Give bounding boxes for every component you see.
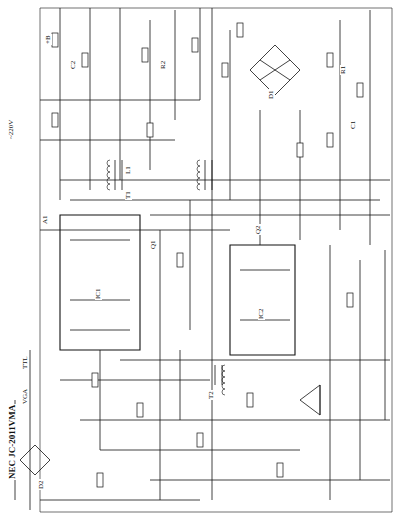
caption-text: NEC JC-2011VMA	[8, 404, 17, 480]
component-label: C1	[350, 120, 357, 130]
component-label: R2	[160, 60, 167, 70]
resistor-symbol	[177, 253, 183, 267]
resistor-symbol	[222, 63, 228, 77]
resistor-symbol	[142, 48, 148, 62]
resistor-symbol	[327, 133, 333, 147]
resistor-symbol	[52, 113, 58, 127]
component-label: D1	[268, 89, 275, 100]
coil-winding	[222, 371, 225, 377]
coil-winding	[107, 166, 110, 172]
coil-winding	[197, 160, 200, 166]
resistor-symbol	[277, 463, 283, 477]
resistor-symbol	[52, 33, 58, 47]
resistor-symbol	[237, 23, 243, 37]
coil-winding	[107, 178, 110, 184]
resistor-symbol	[147, 123, 153, 137]
coil-winding	[222, 377, 225, 383]
coil-winding	[222, 389, 225, 395]
component-label: Q2	[255, 224, 262, 235]
component-label: R1	[340, 65, 347, 75]
coil-winding	[107, 172, 110, 178]
component-label: IC1	[95, 288, 102, 301]
resistor-symbol	[97, 473, 103, 487]
component-label: T2	[208, 390, 215, 400]
resistor-symbol	[247, 393, 253, 407]
coil-winding	[197, 178, 200, 184]
component-label: A1	[42, 214, 49, 225]
component-label: C2	[70, 60, 77, 70]
component-label: +B	[45, 34, 52, 45]
coil-winding	[197, 166, 200, 172]
component-label: Q1	[150, 239, 157, 250]
resistor-symbol	[297, 143, 303, 157]
coil-winding	[197, 172, 200, 178]
component-label: ~220V	[8, 119, 15, 140]
component-label: D2	[38, 479, 45, 490]
resistor-symbol	[137, 403, 143, 417]
coil-winding	[197, 184, 200, 190]
resistor-symbol	[357, 83, 363, 97]
resistor-symbol	[82, 53, 88, 67]
resistor-symbol	[327, 53, 333, 67]
coil-winding	[107, 184, 110, 190]
component-label: T1	[125, 190, 132, 200]
component-label: L1	[125, 165, 132, 175]
coil-winding	[222, 383, 225, 389]
resistor-symbol	[347, 293, 353, 307]
coil-winding	[107, 160, 110, 166]
resistor-symbol	[197, 433, 203, 447]
resistor-symbol	[192, 38, 198, 52]
resistor-symbol	[92, 373, 98, 387]
component-label: IC2	[258, 308, 265, 321]
component-label: TTL	[22, 355, 29, 370]
coil-winding	[222, 365, 225, 371]
component-label: VGA	[22, 388, 29, 405]
